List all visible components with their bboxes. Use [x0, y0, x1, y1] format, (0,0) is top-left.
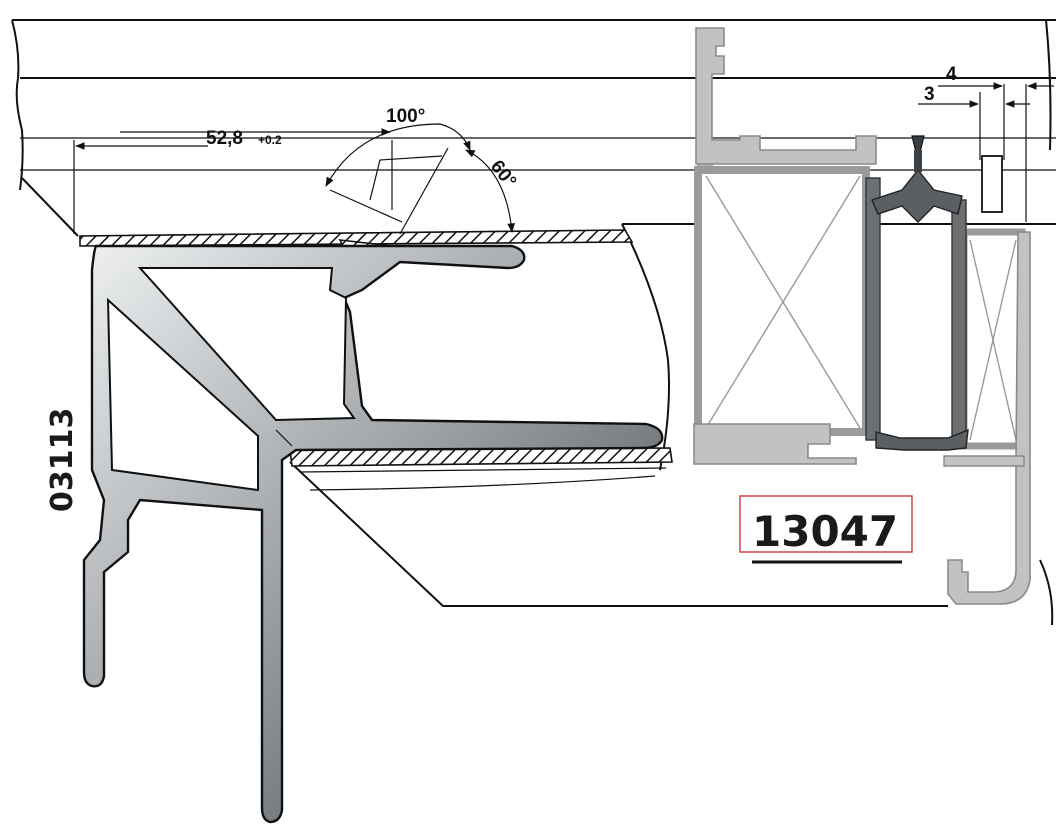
sash-profile-code: 13047	[752, 507, 898, 556]
width-dimension-value: 52,8	[206, 128, 243, 149]
thermal-break	[865, 135, 969, 451]
angle-open-dimension	[325, 123, 471, 235]
wall-outline	[11, 19, 1056, 626]
frame-profile	[82, 244, 664, 824]
sash-profile	[693, 27, 1031, 605]
sash-profile-label	[739, 495, 913, 564]
frame-profile-code: 03113	[45, 408, 80, 512]
angle-slope-dimension	[465, 149, 515, 233]
gap-dimensions	[918, 82, 1054, 222]
gap-large-value: 4	[946, 64, 957, 85]
width-dimension-tolerance: +0.2	[258, 133, 282, 147]
angle-open-value: 100°	[386, 106, 425, 127]
angle-slope-value: 60°	[486, 156, 520, 192]
lower-glazing-seal	[289, 447, 673, 491]
gap-small-value: 3	[924, 84, 935, 105]
